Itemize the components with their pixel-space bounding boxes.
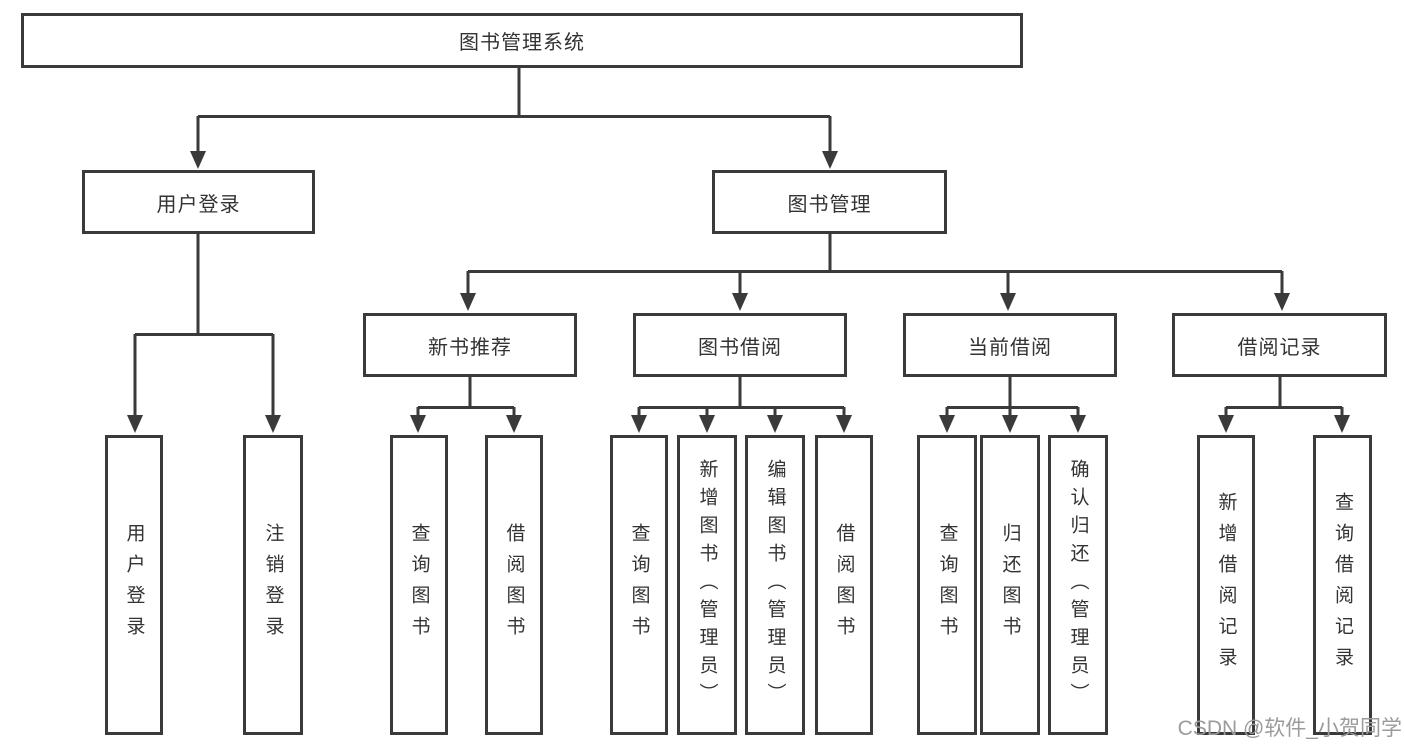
node-book-borrow: 图书借阅 [633, 313, 847, 377]
node-current-borrow-label: 当前借阅 [968, 336, 1052, 359]
leaf-query-borrow-record-label: 查询借阅记录 [1332, 492, 1353, 678]
leaf-query-borrow-record: 查询借阅记录 [1313, 435, 1372, 735]
leaf-borrow-query-books-label: 查询图书 [628, 523, 650, 647]
arrowheads [127, 151, 1350, 433]
leaf-current-query-books: 查询图书 [917, 435, 977, 735]
leaf-confirm-return-admin: 确认归还（管理员） [1048, 435, 1108, 735]
node-root-label: 图书管理系统 [459, 32, 585, 54]
node-borrow-record-label: 借阅记录 [1237, 336, 1322, 359]
leaf-confirm-return-admin-label: 确认归还（管理员） [1067, 459, 1089, 711]
leaf-borrow-books: 借阅图书 [815, 435, 873, 735]
leaf-logout-label: 注销登录 [262, 523, 284, 647]
leaf-borrow-books-label: 借阅图书 [833, 523, 855, 647]
node-book-management-label: 图书管理 [787, 193, 872, 216]
leaf-borrow-query-books: 查询图书 [610, 435, 668, 735]
node-book-management: 图书管理 [712, 170, 947, 234]
node-book-borrow-label: 图书借阅 [698, 336, 782, 359]
node-user-login-label: 用户登录 [156, 193, 241, 216]
leaf-add-borrow-record: 新增借阅记录 [1197, 435, 1255, 735]
node-new-book-recommend: 新书推荐 [363, 313, 577, 377]
node-current-borrow: 当前借阅 [903, 313, 1117, 377]
leaf-current-query-books-label: 查询图书 [936, 523, 958, 647]
leaf-edit-books-admin-label: 编辑图书（管理员） [764, 459, 786, 711]
leaf-newbook-query-books: 查询图书 [390, 435, 448, 735]
leaf-add-books-admin: 新增图书（管理员） [677, 435, 737, 735]
csdn-watermark: CSDN @软件_小贺同学 [1177, 717, 1402, 740]
leaf-newbook-borrow-books: 借阅图书 [485, 435, 543, 735]
leaf-add-borrow-record-label: 新增借阅记录 [1215, 492, 1237, 678]
node-new-book-recommend-label: 新书推荐 [428, 336, 512, 359]
leaf-logout: 注销登录 [243, 435, 303, 735]
leaf-newbook-query-books-label: 查询图书 [408, 523, 430, 647]
node-borrow-record: 借阅记录 [1172, 313, 1387, 377]
leaf-return-books-label: 归还图书 [999, 523, 1021, 647]
leaf-newbook-borrow-books-label: 借阅图书 [503, 523, 525, 647]
leaf-add-books-admin-label: 新增图书（管理员） [696, 459, 718, 711]
leaf-return-books: 归还图书 [980, 435, 1040, 735]
leaf-user-login: 用户登录 [105, 435, 163, 735]
leaf-edit-books-admin: 编辑图书（管理员） [745, 435, 805, 735]
node-root-system: 图书管理系统 [21, 13, 1023, 68]
node-user-login: 用户登录 [82, 170, 315, 234]
leaf-user-login-label: 用户登录 [123, 523, 145, 647]
